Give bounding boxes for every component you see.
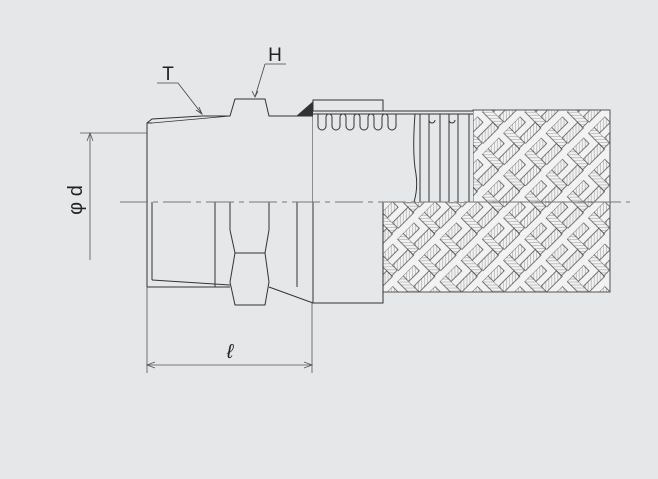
fitting-upper-outline [146, 98, 313, 202]
thread-leader [157, 82, 203, 116]
diameter-dimension [80, 131, 147, 260]
length-dimension [145, 287, 314, 373]
braid-upper [472, 109, 611, 203]
braid-lower [382, 201, 611, 293]
fitting-lower-section [146, 202, 314, 306]
length-label: ℓ [226, 341, 235, 363]
thread-label: T [162, 64, 174, 85]
hex-leader [251, 63, 286, 98]
sleeve [312, 99, 384, 112]
weld-bead [295, 100, 314, 117]
corrugated-tube [313, 110, 473, 203]
diameter-label: φ d [65, 185, 87, 215]
hex-label: H [268, 45, 282, 66]
